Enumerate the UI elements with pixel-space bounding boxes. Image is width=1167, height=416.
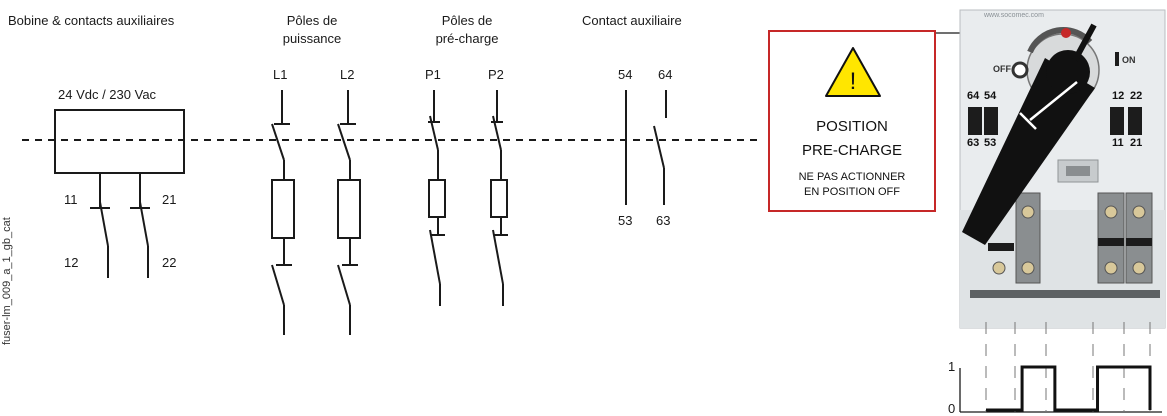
header-power-line1: Pôles de	[286, 13, 338, 28]
timing-chart	[959, 322, 1162, 413]
header-power-poles: Pôles de puissance	[262, 12, 362, 48]
terminal-P1: P1	[425, 67, 441, 82]
header-power-line2: puissance	[282, 31, 342, 46]
device-terminal-22: 22	[1130, 90, 1143, 102]
header-precharge-line2: pré-charge	[435, 31, 499, 46]
warning-note-line2: EN POSITION OFF	[804, 186, 900, 198]
timing-ytick-1: 1	[948, 359, 956, 374]
warning-title-line1: POSITION	[816, 118, 888, 135]
header-aux-contact: Contact auxiliaire	[582, 13, 682, 28]
coil-voltage-label: 24 Vdc / 230 Vac	[58, 87, 157, 102]
device-terminal-53: 53	[984, 137, 997, 149]
warning-note-line1: NE PAS ACTIONNER	[798, 171, 906, 183]
terminal-22: 22	[162, 255, 177, 270]
device-url-label: www.socomec.com	[984, 12, 1044, 19]
device-terminal-63: 63	[967, 137, 980, 149]
terminal-L1: L1	[273, 67, 288, 82]
warning-callout-box: ! POSITION PRE-CHARGE NE PAS ACTIONNER E…	[768, 30, 936, 212]
terminal-64: 64	[658, 67, 673, 82]
timing-waveform	[986, 365, 1152, 412]
header-coil-aux: Bobine & contacts auxiliaires	[8, 13, 175, 28]
device-on-label: ON	[1122, 55, 1136, 65]
device-off-label: OFF	[993, 64, 1011, 74]
terminal-63: 63	[656, 213, 671, 228]
device-terminal-64: 64	[967, 90, 980, 102]
terminal-11: 11	[64, 192, 78, 207]
terminal-53: 53	[618, 213, 633, 228]
switch-device-illustration	[959, 9, 1166, 329]
terminal-21: 21	[162, 192, 177, 207]
precharge-poles	[428, 90, 508, 306]
device-terminal-12: 12	[1112, 90, 1125, 102]
power-poles	[271, 90, 361, 335]
device-terminal-54: 54	[984, 90, 997, 102]
timing-ytick-0: 0	[948, 401, 956, 416]
coil-box	[54, 109, 185, 174]
coil-aux-contacts	[90, 173, 150, 278]
warning-triangle-icon: !	[825, 47, 881, 97]
header-precharge-line1: Pôles de	[441, 13, 493, 28]
device-terminal-21: 21	[1130, 137, 1143, 149]
warning-exclamation-glyph: !	[850, 68, 857, 95]
warning-note: NE PAS ACTIONNER EN POSITION OFF	[770, 170, 934, 200]
terminal-12: 12	[64, 255, 79, 270]
aux-contacts	[625, 90, 667, 205]
warning-title: POSITION PRE-CHARGE	[770, 115, 934, 163]
terminal-L2: L2	[340, 67, 355, 82]
terminal-P2: P2	[488, 67, 504, 82]
header-precharge-poles: Pôles de pré-charge	[412, 12, 522, 48]
warning-title-line2: PRE-CHARGE	[801, 142, 902, 159]
device-terminal-11: 11	[1112, 137, 1124, 149]
terminal-54: 54	[618, 67, 633, 82]
